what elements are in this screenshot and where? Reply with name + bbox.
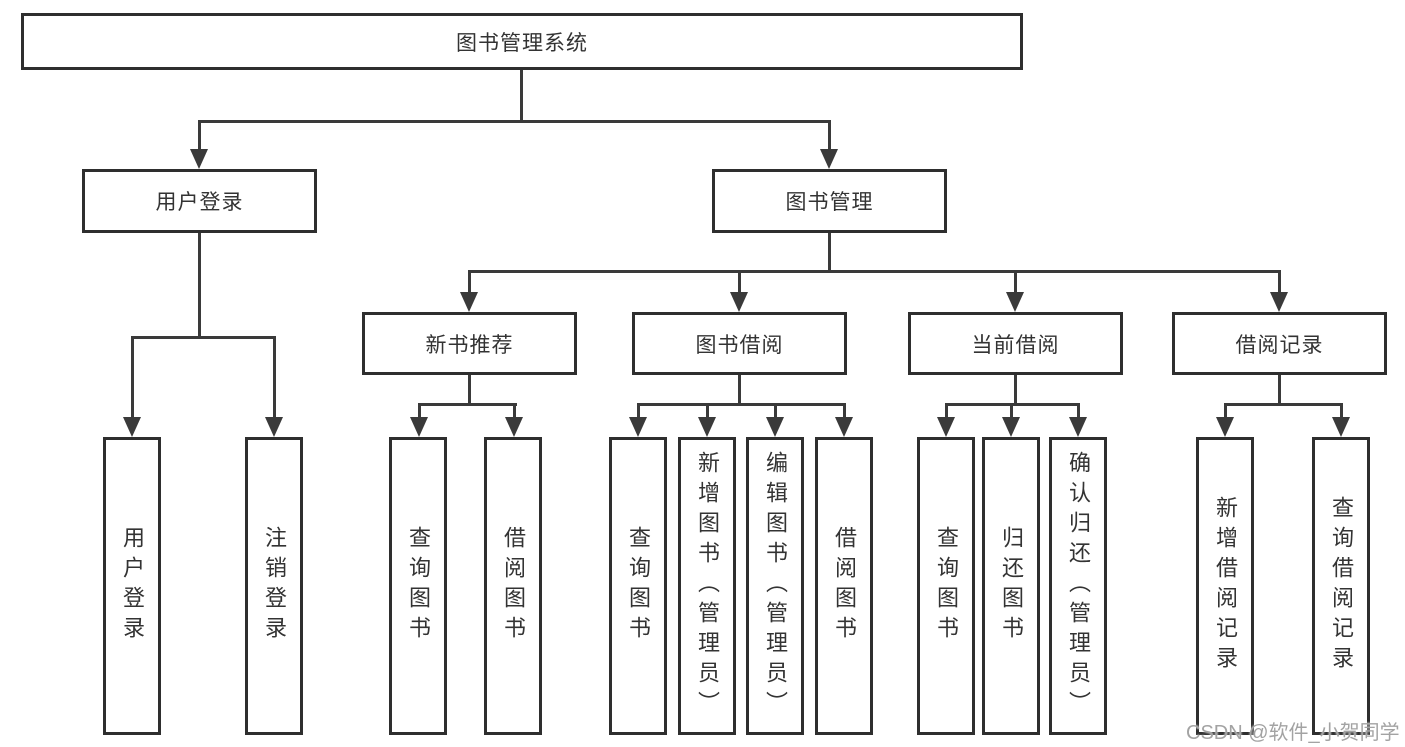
node-current-borrow-label: 当前借阅 <box>971 333 1060 357</box>
leaf-borrow-book-recommend: 借阅图书 <box>484 437 542 735</box>
arrow-down-icon <box>123 417 141 437</box>
arrow-down-icon <box>835 417 853 437</box>
connector-vline <box>843 403 846 419</box>
arrow-down-icon <box>730 292 748 312</box>
connector-vline <box>945 403 948 419</box>
node-new-book-recommend-label: 新书推荐 <box>425 333 514 357</box>
connector-hline <box>1224 403 1343 406</box>
node-user-login-label: 用户登录 <box>155 191 244 214</box>
arrow-down-icon <box>1270 292 1288 312</box>
connector-hline <box>468 270 1281 273</box>
arrow-down-icon <box>1069 417 1087 437</box>
arrow-down-icon <box>820 149 838 169</box>
node-book-borrow-label: 图书借阅 <box>695 333 784 357</box>
leaf-query-borrow-record: 查询借阅记录 <box>1312 437 1370 735</box>
arrow-down-icon <box>766 417 784 437</box>
leaf-label: 查询图书 <box>406 526 431 646</box>
connector-vline <box>468 375 471 406</box>
connector-vline <box>637 403 640 419</box>
arrow-down-icon <box>1216 417 1234 437</box>
arrow-down-icon <box>1006 292 1024 312</box>
leaf-label: 用户登录 <box>120 526 145 646</box>
leaf-query-book-borrow: 查询图书 <box>609 437 667 735</box>
connector-vline <box>198 233 201 339</box>
arrow-down-icon <box>1002 417 1020 437</box>
connector-vline <box>828 120 831 151</box>
leaf-label: 新增借阅记录 <box>1213 496 1238 676</box>
connector-vline <box>273 336 276 419</box>
arrow-down-icon <box>698 417 716 437</box>
node-user-login: 用户登录 <box>82 169 317 233</box>
connector-vline <box>418 403 421 419</box>
connector-vline <box>828 233 831 273</box>
node-book-management-label: 图书管理 <box>785 191 874 214</box>
leaf-label: 注销登录 <box>262 526 287 646</box>
watermark: CSDN @软件_小贺同学 <box>1186 722 1400 744</box>
arrow-down-icon <box>1332 417 1350 437</box>
leaf-query-book-current: 查询图书 <box>917 437 975 735</box>
connector-vline <box>1340 403 1343 419</box>
connector-hline <box>198 120 831 123</box>
leaf-label: 查询图书 <box>934 526 959 646</box>
node-new-book-recommend: 新书推荐 <box>362 312 577 375</box>
leaf-label: 借阅图书 <box>501 526 526 646</box>
connector-vline <box>706 403 709 419</box>
node-current-borrow: 当前借阅 <box>908 312 1123 375</box>
connector-vline <box>513 403 516 419</box>
node-book-borrow: 图书借阅 <box>632 312 847 375</box>
connector-hline <box>637 403 846 406</box>
leaf-label: 查询借阅记录 <box>1329 496 1354 676</box>
arrow-down-icon <box>937 417 955 437</box>
connector-vline <box>1010 403 1013 419</box>
arrow-down-icon <box>190 149 208 169</box>
arrow-down-icon <box>410 417 428 437</box>
leaf-logout: 注销登录 <box>245 437 303 735</box>
node-book-management: 图书管理 <box>712 169 947 233</box>
connector-vline <box>774 403 777 419</box>
node-borrow-records-label: 借阅记录 <box>1235 333 1324 357</box>
connector-hline <box>418 403 517 406</box>
connector-vline <box>1014 270 1017 294</box>
connector-vline <box>1278 270 1281 294</box>
connector-vline <box>738 270 741 294</box>
connector-vline <box>1278 375 1281 406</box>
connector-vline <box>1224 403 1227 419</box>
leaf-label: 归还图书 <box>999 526 1024 646</box>
node-root-label: 图书管理系统 <box>456 31 588 55</box>
leaf-label: 确认归还（管理员） <box>1066 451 1091 721</box>
connector-vline <box>131 336 134 419</box>
connector-vline <box>738 375 741 406</box>
connector-vline <box>198 120 201 151</box>
leaf-confirm-return-admin: 确认归还（管理员） <box>1049 437 1107 735</box>
arrow-down-icon <box>265 417 283 437</box>
connector-vline <box>468 270 471 294</box>
node-root: 图书管理系统 <box>21 13 1023 70</box>
connector-hline <box>131 336 276 339</box>
leaf-borrow-book: 借阅图书 <box>815 437 873 735</box>
leaf-label: 借阅图书 <box>832 526 857 646</box>
leaf-edit-book-admin: 编辑图书（管理员） <box>746 437 804 735</box>
connector-vline <box>1014 375 1017 406</box>
leaf-label: 编辑图书（管理员） <box>763 451 788 721</box>
leaf-add-borrow-record: 新增借阅记录 <box>1196 437 1254 735</box>
connector-vline <box>1077 403 1080 419</box>
leaf-return-book: 归还图书 <box>982 437 1040 735</box>
arrow-down-icon <box>460 292 478 312</box>
connector-vline <box>520 69 523 122</box>
arrow-down-icon <box>629 417 647 437</box>
leaf-add-book-admin: 新增图书（管理员） <box>678 437 736 735</box>
leaf-query-book-recommend: 查询图书 <box>389 437 447 735</box>
arrow-down-icon <box>505 417 523 437</box>
leaf-user-login: 用户登录 <box>103 437 161 735</box>
leaf-label: 新增图书（管理员） <box>695 451 720 721</box>
leaf-label: 查询图书 <box>626 526 651 646</box>
node-borrow-records: 借阅记录 <box>1172 312 1387 375</box>
